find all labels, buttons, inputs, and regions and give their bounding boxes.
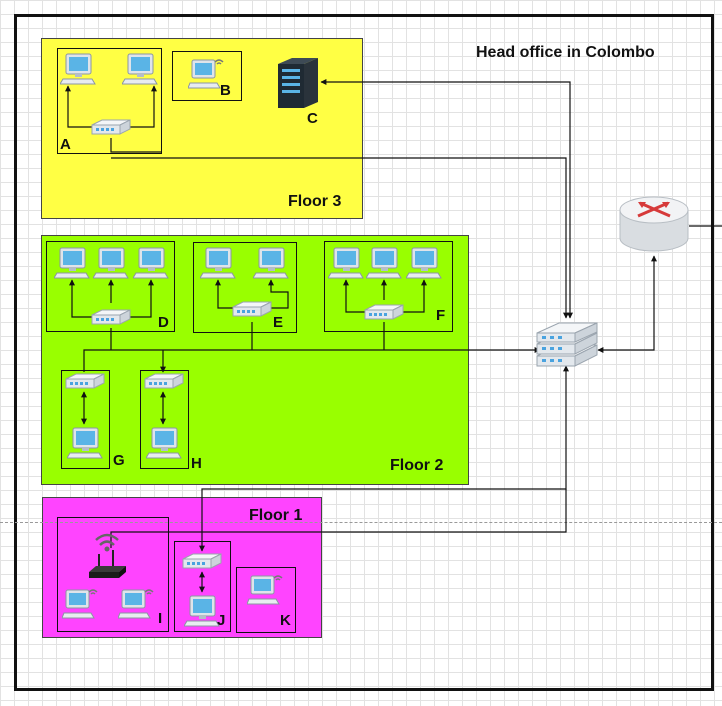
wireless-desktop-computer-icon (62, 589, 98, 619)
group-box-i (57, 517, 169, 632)
diagram-title: Head office in Colombo (476, 44, 655, 61)
wireless-desktop-computer-icon (188, 59, 224, 89)
desktop-computer-icon (122, 53, 158, 85)
desktop-computer-icon (328, 247, 364, 279)
link-a-switch-pc1 (65, 85, 94, 128)
network-switch-icon (364, 304, 404, 320)
network-switch-icon (91, 309, 131, 325)
link-group-a-core (111, 157, 569, 319)
network-switch-icon (91, 119, 131, 135)
group-box-e (193, 242, 297, 333)
desktop-computer-icon (184, 595, 220, 627)
node-label-d: D (158, 314, 169, 331)
node-label-b: B (220, 82, 231, 99)
link-e-switch-pc1 (215, 279, 234, 309)
link-a-switch-bottom (110, 138, 162, 153)
wireless-desktop-computer-icon (118, 589, 154, 619)
network-switch-icon (65, 373, 105, 389)
node-label-j: J (217, 612, 226, 629)
core-switch-icon (536, 322, 598, 367)
link-a-switch-pc2 (128, 85, 157, 128)
node-label-e: E (273, 314, 284, 331)
node-label-f: F (436, 307, 446, 324)
link-e-switch-pc2 (266, 279, 289, 309)
link-d-switch-pc1 (69, 279, 95, 318)
link-d-switch-pc3 (128, 279, 154, 318)
desktop-computer-icon (67, 427, 103, 459)
node-label-a: A (60, 136, 71, 153)
network-switch-icon (182, 553, 222, 569)
wireless-desktop-computer-icon (247, 575, 283, 605)
group-box-g (61, 370, 110, 469)
network-switch-icon (232, 301, 272, 317)
desktop-computer-icon (366, 247, 402, 279)
node-label-h: H (191, 455, 202, 472)
floor-3-label: Floor 3 (288, 193, 342, 210)
desktop-computer-icon (200, 247, 236, 279)
link-floor1-j (199, 365, 569, 552)
link-core-router (597, 255, 657, 353)
desktop-computer-icon (253, 247, 289, 279)
link-f-switch-pc1 (343, 279, 367, 313)
node-label-k: K (280, 612, 291, 629)
desktop-computer-icon (54, 247, 90, 279)
link-server-c-core (320, 79, 573, 319)
link-floor1-i (110, 489, 567, 548)
server-tower-icon (278, 58, 318, 108)
node-label-i: I (158, 610, 163, 627)
floor-1-label: Floor 1 (249, 507, 303, 524)
group-box-b (172, 51, 242, 101)
group-box-a (57, 48, 162, 154)
outer-frame (14, 14, 714, 691)
node-label-g: G (113, 452, 125, 469)
wifi-router-icon (89, 533, 126, 578)
link-floor2-backbone (83, 347, 541, 372)
desktop-computer-icon (60, 53, 96, 85)
desktop-computer-icon (133, 247, 169, 279)
floor-2-label: Floor 2 (390, 457, 444, 474)
desktop-computer-icon (406, 247, 442, 279)
link-f-switch-pc3 (401, 279, 427, 313)
desktop-computer-icon (93, 247, 129, 279)
group-box-k (236, 567, 296, 633)
router-icon (619, 196, 689, 252)
desktop-computer-icon (146, 427, 182, 459)
node-label-c: C (307, 110, 318, 127)
network-switch-icon (144, 373, 184, 389)
